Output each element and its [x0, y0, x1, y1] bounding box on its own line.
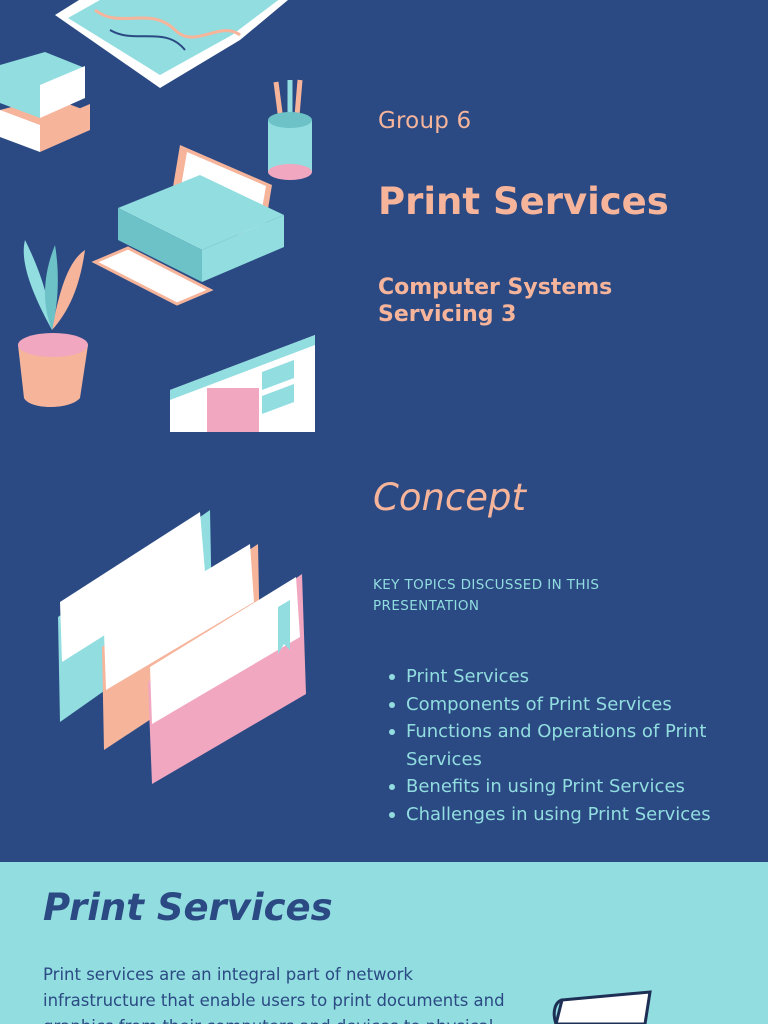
- presentation-title: Print Services: [378, 180, 669, 223]
- plant-icon: [18, 240, 88, 407]
- presentation-subtitle: Computer Systems Servicing 3: [378, 275, 613, 327]
- concept-title: Concept: [373, 476, 527, 519]
- title-slide: Group 6 Print Services Computer Systems …: [0, 0, 768, 432]
- list-item: Challenges in using Print Services: [388, 801, 728, 829]
- folders-icon: [58, 510, 306, 784]
- section-title: Print Services: [43, 886, 333, 929]
- list-item: Functions and Operations of Print Servic…: [388, 718, 728, 773]
- concept-slide: Concept KEY TOPICS DISCUSSED IN THIS PRE…: [0, 432, 768, 862]
- books-icon: [0, 52, 90, 152]
- map-icon: [55, 0, 288, 88]
- key-topics-heading: KEY TOPICS DISCUSSED IN THIS PRESENTATIO…: [373, 577, 600, 614]
- list-item: Benefits in using Print Services: [388, 773, 728, 801]
- desk-illustration: [0, 0, 315, 432]
- print-services-slide: Print Services Print services are an int…: [0, 862, 768, 1024]
- topic-list: Print Services Components of Print Servi…: [388, 663, 728, 828]
- printer-icon: [91, 145, 284, 306]
- paper-icon: [552, 990, 652, 1024]
- list-item: Print Services: [388, 663, 728, 691]
- group-label: Group 6: [378, 108, 472, 134]
- pencil-cup-icon: [268, 79, 312, 180]
- list-item: Components of Print Services: [388, 691, 728, 719]
- section-body: Print services are an integral part of n…: [43, 965, 505, 1024]
- browser-window-icon: [170, 335, 315, 432]
